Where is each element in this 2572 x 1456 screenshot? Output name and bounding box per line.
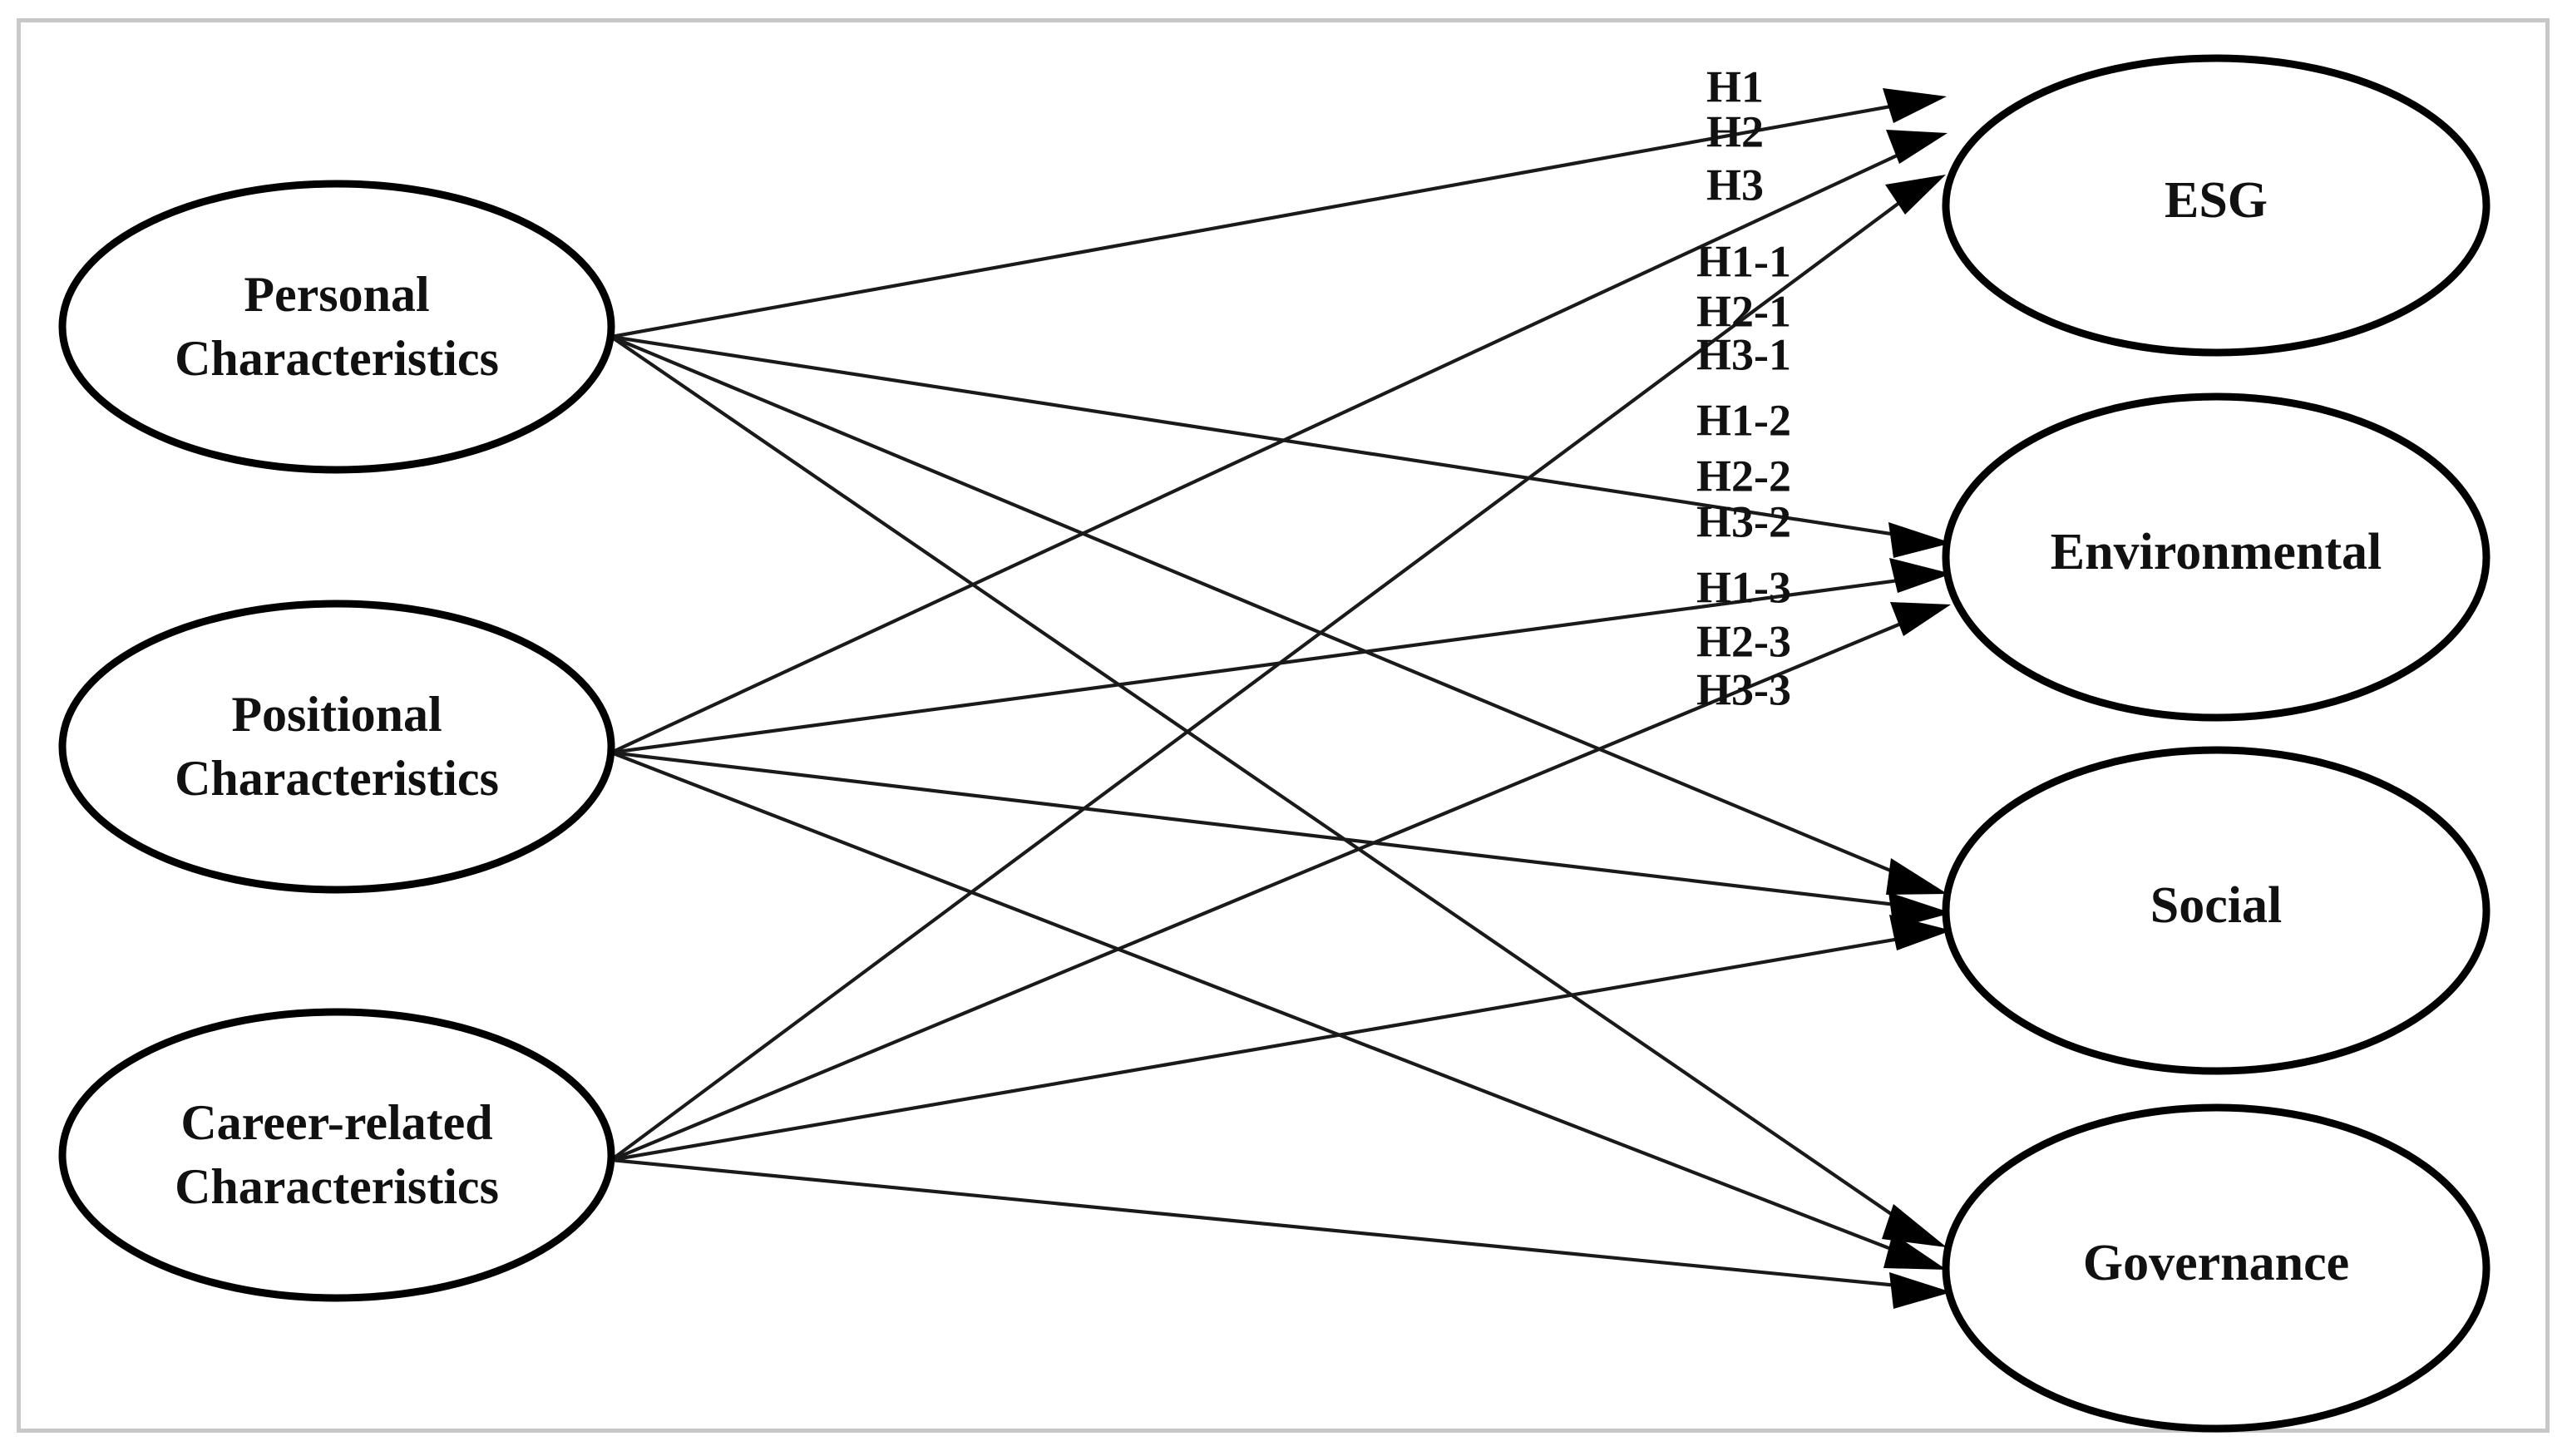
arrowhead-h3: [1885, 175, 1946, 215]
node-career-related-characteristics-line2: Characteristics: [175, 1159, 499, 1214]
edge-h3-3: [610, 1157, 1952, 1309]
edge-label-h1: H1: [1706, 62, 1764, 111]
edge-h2-2: [610, 750, 1952, 929]
edge-label-h2: H2: [1706, 106, 1764, 156]
arrowhead-h2-1: [1889, 558, 1952, 593]
arrowhead-h1: [1883, 88, 1947, 123]
node-personal-characteristics-line2: Characteristics: [175, 331, 499, 386]
edge-label-h3-3: H3-3: [1696, 664, 1791, 714]
edge-h2-3: [610, 751, 1947, 1270]
node-positional-characteristics[interactable]: Positional Characteristics: [58, 600, 615, 894]
node-environmental-label: Environmental: [2051, 524, 2382, 580]
edge-label-h1-1: H1-1: [1696, 236, 1791, 286]
edge-h1-2: [610, 335, 1948, 895]
node-governance[interactable]: Governance: [1942, 1103, 2491, 1433]
edge-label-h3-2: H3-2: [1696, 496, 1791, 546]
edge-h3-1: [610, 602, 1951, 1162]
edge-h3: [610, 175, 1946, 1162]
node-esg-label: ESG: [2165, 172, 2268, 229]
edge-label-h2-2: H2-2: [1696, 451, 1791, 501]
edge-label-group: H1 H2 H3 H1-1 H2-1 H3-1 H1-2 H2-2 H3-2 H…: [1696, 62, 1791, 714]
node-personal-characteristics-line1: Personal: [244, 267, 429, 322]
edge-h2-1: [610, 558, 1952, 755]
edge-label-h2-1: H2-1: [1696, 286, 1791, 336]
arrowhead-h1-3: [1882, 1204, 1947, 1247]
node-positional-characteristics-line1: Positional: [231, 687, 442, 742]
node-career-related-characteristics[interactable]: Career-related Characteristics: [58, 1008, 615, 1302]
node-environmental[interactable]: Environmental: [1942, 392, 2491, 722]
arrowhead-h2: [1886, 130, 1948, 164]
arrowhead-h3-2: [1889, 915, 1952, 950]
edge-label-h2-3: H2-3: [1696, 616, 1791, 666]
edge-layer: [610, 88, 1952, 1309]
edge-label-h3: H3: [1706, 160, 1764, 210]
node-social-label: Social: [2150, 877, 2282, 934]
arrowhead-h3-3: [1889, 1272, 1952, 1309]
edge-label-h1-2: H1-2: [1696, 395, 1791, 445]
edge-h1: [610, 88, 1947, 339]
arrowhead-h1-1: [1888, 522, 1952, 558]
predictor-node-group: Personal Characteristics Positional Char…: [58, 180, 615, 1302]
edge-h2: [610, 130, 1948, 754]
node-governance-label: Governance: [2083, 1235, 2349, 1291]
edge-label-h1-3: H1-3: [1696, 562, 1791, 612]
node-career-related-characteristics-line1: Career-related: [180, 1095, 492, 1150]
node-positional-characteristics-line2: Characteristics: [175, 751, 499, 806]
node-personal-characteristics[interactable]: Personal Characteristics: [58, 180, 615, 474]
outcome-node-group: ESG Environmental Social Governance: [1942, 54, 2491, 1433]
arrowhead-h2-3: [1883, 1233, 1947, 1270]
edge-h1-3: [610, 335, 1947, 1247]
edge-h3-2: [610, 915, 1952, 1162]
arrowhead-h3-1: [1890, 602, 1951, 636]
node-esg[interactable]: ESG: [1942, 54, 2491, 357]
edge-h1-1: [610, 334, 1952, 558]
node-social[interactable]: Social: [1942, 746, 2491, 1075]
edge-label-h3-1: H3-1: [1696, 329, 1791, 379]
arrowhead-h1-2: [1886, 858, 1948, 895]
